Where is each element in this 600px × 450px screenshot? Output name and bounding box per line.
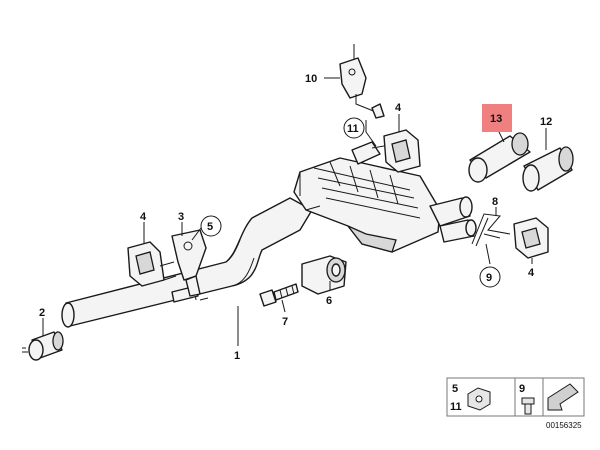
callout-10: 10 [305, 73, 317, 85]
callout-1: 1 [234, 350, 240, 362]
callout-4-top: 4 [395, 102, 402, 114]
tailpipe-12 [522, 146, 574, 192]
rubber-mount-right [513, 217, 549, 259]
callout-3: 3 [178, 211, 184, 223]
arrow-icon [547, 383, 579, 411]
leader-lines [42, 77, 547, 346]
tailpipe-13 [468, 132, 531, 183]
callout-7: 7 [282, 316, 288, 328]
callout-8: 8 [492, 196, 498, 208]
bushing-6 [301, 255, 347, 295]
pipe-clamp [22, 331, 64, 361]
callout-5-circle [200, 215, 222, 237]
rubber-mount-left [127, 241, 177, 287]
callout-12: 12 [540, 116, 552, 128]
callout-13-highlight [482, 104, 512, 132]
front-pipe [61, 197, 313, 328]
callout-6: 6 [326, 295, 332, 307]
callout-9-circle [479, 266, 501, 288]
bolt-7 [259, 283, 299, 307]
diagram-number: 00156325 [546, 421, 582, 430]
callout-9: 9 [486, 272, 492, 284]
legend-label-11: 11 [450, 401, 462, 413]
callout-11: 11 [347, 123, 359, 135]
legend-label-5: 5 [452, 383, 458, 395]
legend-label-9: 9 [519, 383, 525, 395]
nut-icon [467, 387, 491, 411]
callout-11-circle [343, 117, 365, 139]
callouts: 1 2 3 4 4 4 5 6 7 8 9 10 11 12 13 [39, 73, 552, 362]
callout-4-right: 4 [528, 267, 535, 279]
legend-box: 5 11 9 [446, 377, 585, 417]
callout-5: 5 [207, 221, 213, 233]
clip-8 [471, 213, 511, 247]
callout-4-left: 4 [140, 211, 147, 223]
bolt-icon [521, 397, 535, 415]
callout-13: 13 [490, 113, 502, 125]
rubber-mount-top [371, 129, 421, 173]
hanger-bracket [339, 44, 385, 119]
rear-muffler [293, 141, 477, 253]
callout-2: 2 [39, 307, 45, 319]
